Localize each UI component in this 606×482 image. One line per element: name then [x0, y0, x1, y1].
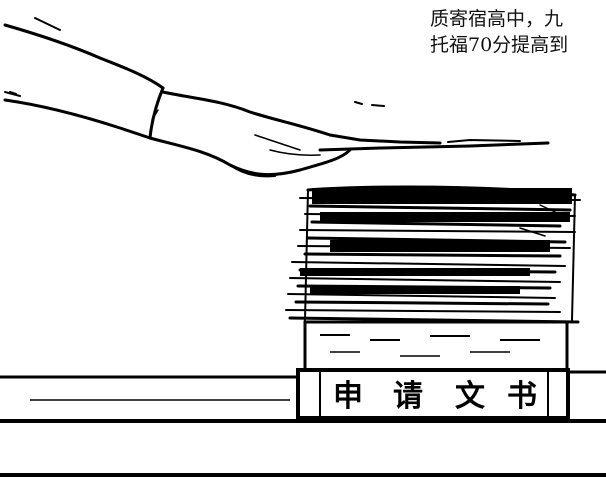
caption-line-2: 托福70分提高到: [430, 34, 569, 56]
spine-char-2: 请: [393, 379, 423, 414]
spine-char-1: 申: [333, 379, 363, 414]
table-lines: [0, 370, 606, 477]
caption-line-1: 质寄宿高中，九: [430, 8, 564, 30]
paper-stack: [285, 185, 581, 324]
book-drawing: [296, 320, 570, 420]
book-spine-title: 申 请 文 书: [333, 379, 537, 414]
spine-char-4: 书: [507, 379, 537, 414]
caption-text: 质寄宿高中，九 托福70分提高到: [430, 6, 606, 58]
hand-drawing: [3, 17, 550, 178]
spine-char-3: 文: [455, 379, 485, 414]
